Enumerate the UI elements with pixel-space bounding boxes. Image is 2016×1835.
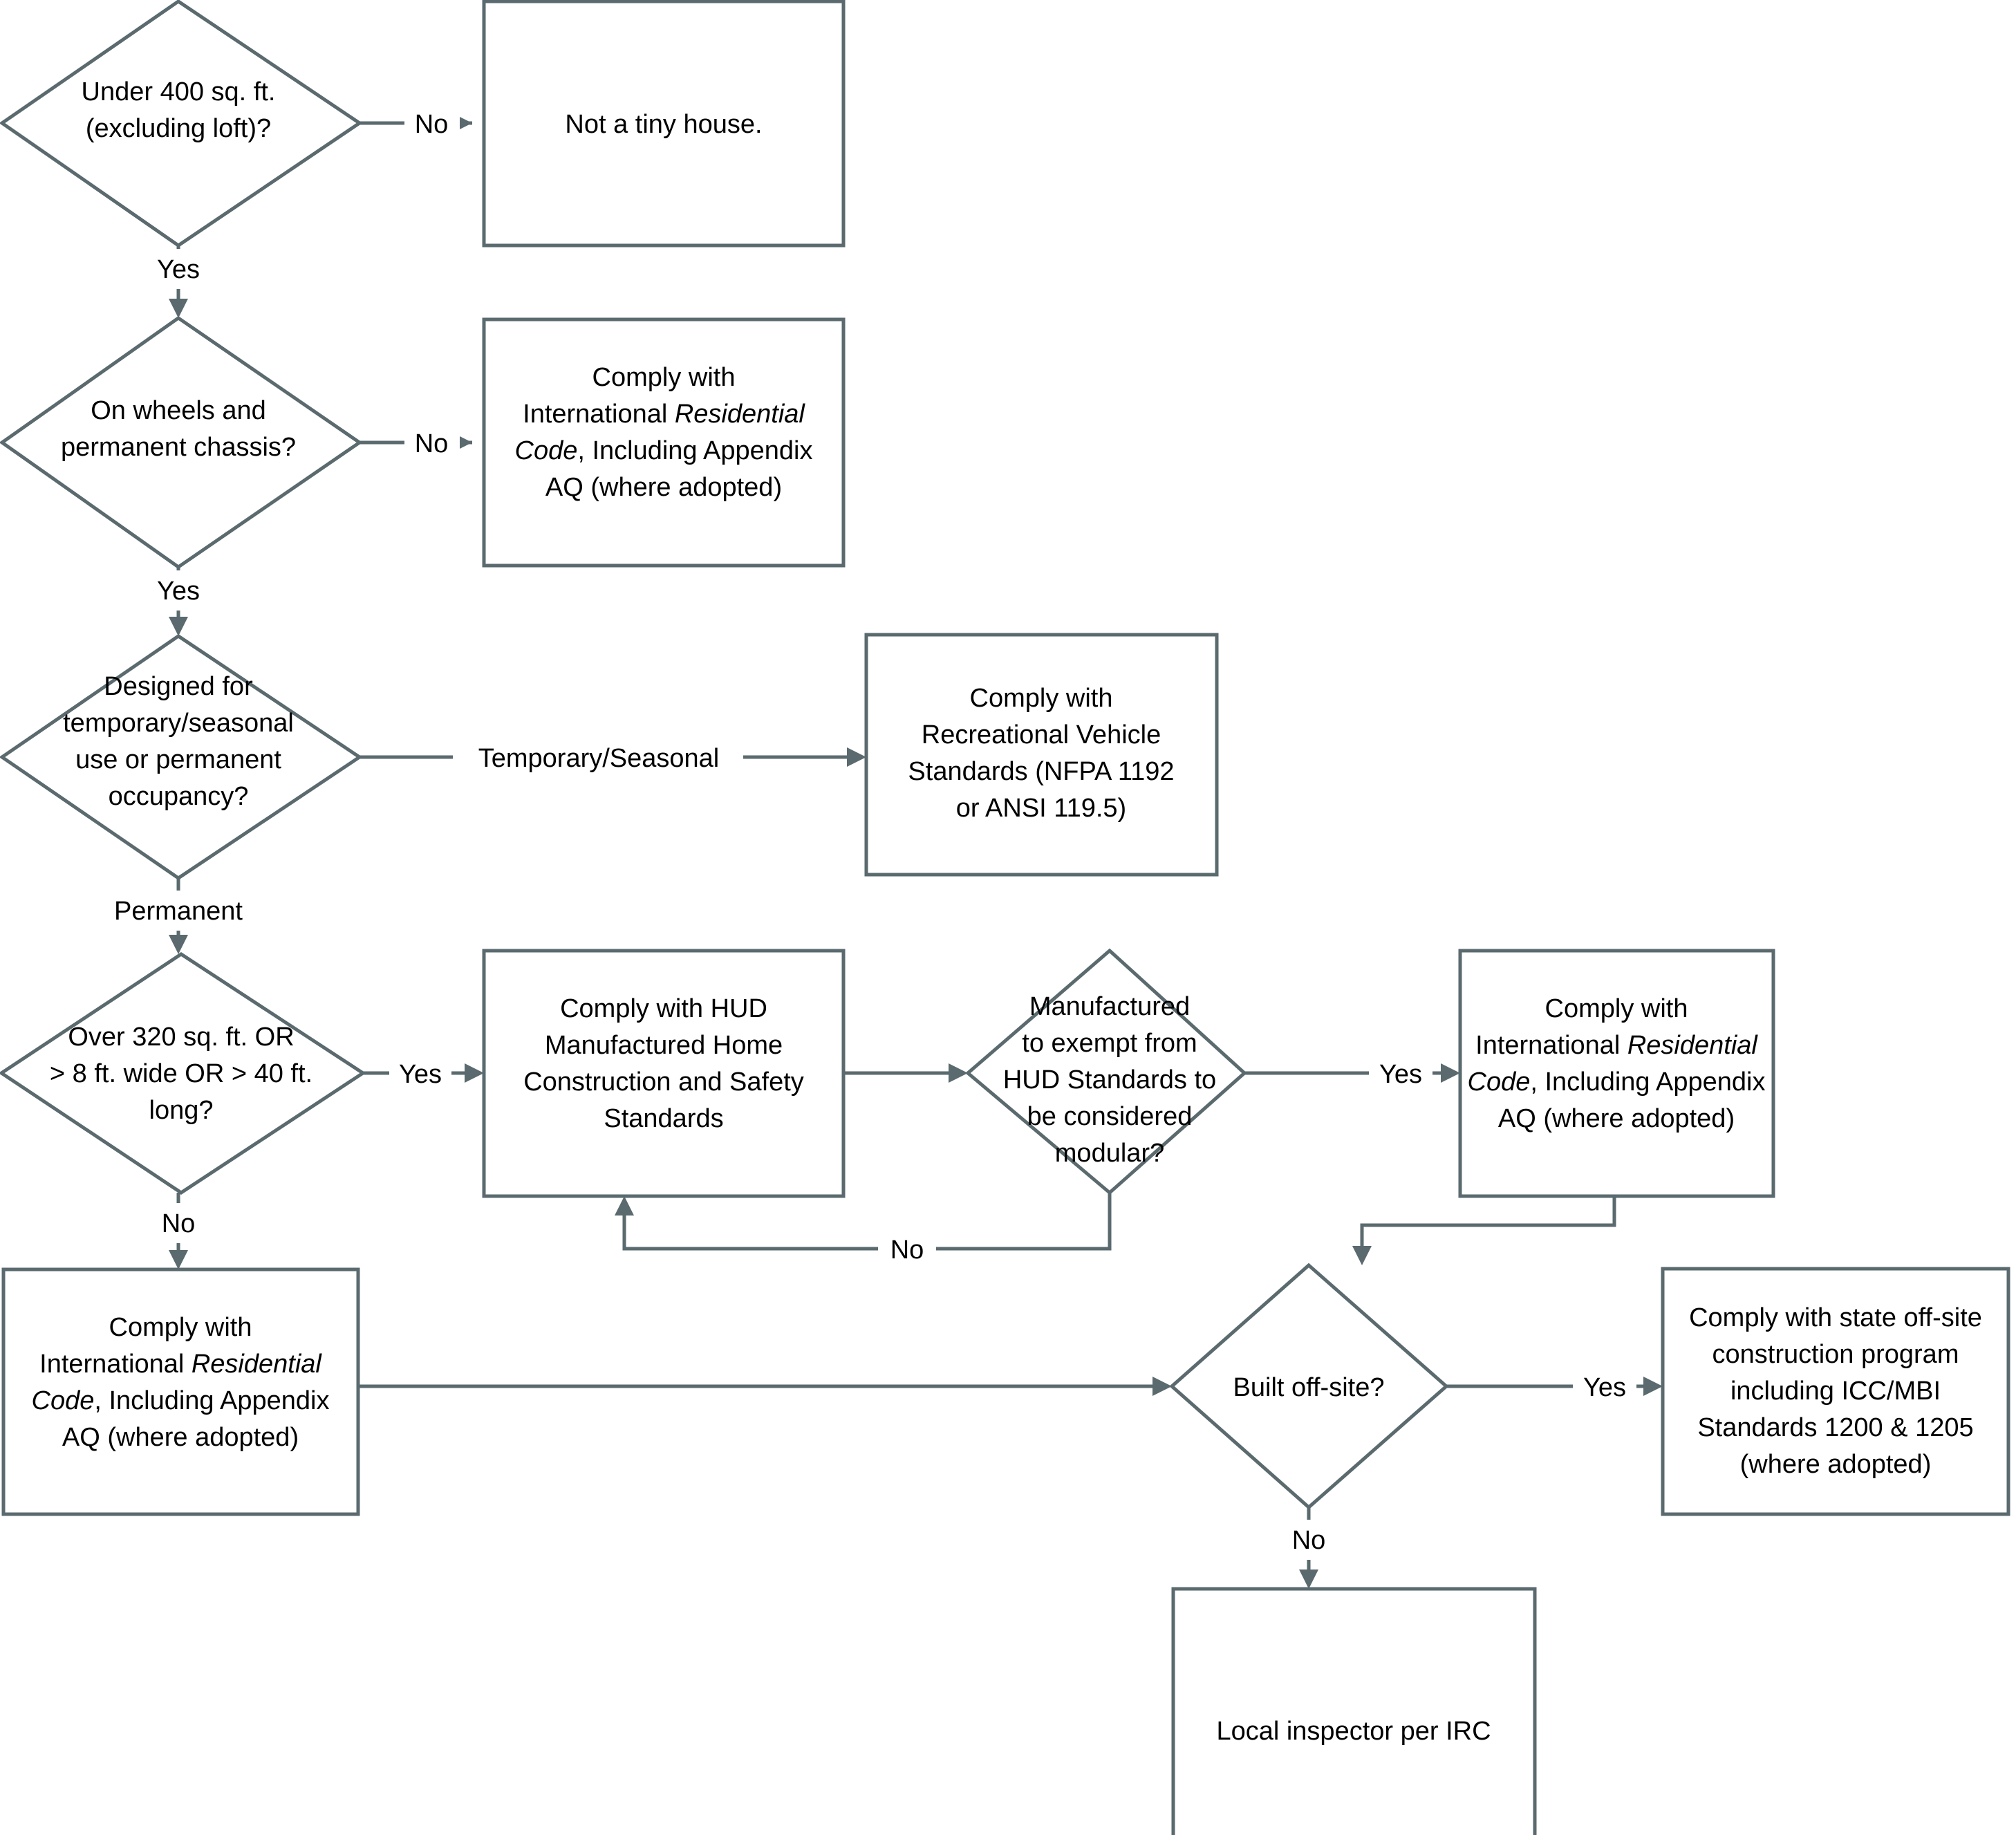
edge-label-no-1: No [415, 110, 449, 139]
label-bg [104, 891, 263, 931]
node-under-400-sqft-line-1: Under 400 sq. ft. [82, 77, 276, 106]
node-under-400-sqft[interactable]: Under 400 sq. ft. (excluding loft)? [0, 0, 363, 248]
node-over-320-sqft-line-2: > 8 ft. wide OR > 40 ft. [50, 1059, 312, 1088]
edge-r-hud-to-q-modular [843, 1063, 968, 1083]
label-bg [149, 570, 211, 611]
node-comply-state-offsite-line-1: Comply with state off-site [1689, 1303, 1982, 1332]
node-modular-exemption-line-1: Manufactured [1029, 992, 1190, 1021]
node-comply-hud-standards[interactable]: Comply with HUD Manufactured Home Constr… [482, 949, 846, 1198]
node-under-400-sqft-line-2: (excluding loft)? [86, 114, 271, 143]
node-comply-irc-top-line-2: International Residential [523, 400, 805, 429]
node-comply-hud-standards-line-3: Construction and Safety [523, 1068, 804, 1097]
node-comply-irc-left-line-1: Comply with [109, 1313, 252, 1342]
node-comply-rv-standards-line-4: or ANSI 119.5) [956, 794, 1126, 823]
node-local-inspector-line-1: Local inspector per IRC [1216, 1717, 1491, 1746]
node-comply-irc-top-line-3: Code, Including Appendix [515, 436, 813, 465]
label-bg [878, 1229, 936, 1269]
label-bg [404, 423, 460, 463]
edge-label-no-5: No [1292, 1526, 1326, 1555]
edge-labels-layer: No Yes No Yes Temporary/Seasonal Permane… [104, 104, 1636, 1560]
node-comply-rv-standards-line-3: Standards (NFPA 1192 [908, 757, 1174, 786]
node-comply-irc-right-line-3: Code, Including Appendix [1468, 1068, 1766, 1097]
label-bg [149, 249, 211, 289]
node-on-wheels-chassis-line-1: On wheels and [91, 396, 266, 425]
node-over-320-sqft[interactable]: Over 320 sq. ft. OR > 8 ft. wide OR > 40… [0, 952, 366, 1195]
node-comply-irc-top[interactable]: Comply with International Residential Co… [482, 317, 846, 568]
node-comply-irc-top-line-1: Comply with [592, 363, 736, 392]
edge-label-no-3: No [162, 1209, 196, 1238]
edge-q-modular-to-r-hud [615, 1193, 1112, 1251]
node-modular-exemption-line-3: HUD Standards to [1003, 1065, 1216, 1095]
node-on-wheels-chassis[interactable]: On wheels and permanent chassis? [0, 315, 363, 570]
node-over-320-sqft-line-3: long? [149, 1096, 214, 1125]
edge-label-no-2: No [415, 429, 449, 458]
node-comply-state-offsite-line-4: Standards 1200 & 1205 [1697, 1413, 1973, 1442]
node-occupancy-type-line-1: Designed for [104, 672, 253, 701]
edge-label-no-4: No [890, 1236, 924, 1265]
node-occupancy-type-line-3: use or permanent [75, 745, 281, 774]
node-comply-rv-standards[interactable]: Comply with Recreational Vehicle Standar… [864, 633, 1219, 877]
node-comply-irc-right-line-2: International Residential [1475, 1031, 1758, 1060]
node-modular-exemption-line-4: be considered [1027, 1102, 1193, 1131]
node-comply-irc-top-line-4: AQ (where adopted) [545, 473, 782, 502]
edge-label-yes-1: Yes [157, 255, 200, 284]
node-local-inspector[interactable]: Local inspector per IRC [1171, 1587, 1537, 1835]
node-built-offsite[interactable]: Built off-site? [1169, 1263, 1449, 1510]
label-bg [1280, 1520, 1338, 1560]
node-comply-irc-right-line-1: Comply with [1545, 994, 1688, 1023]
node-comply-hud-standards-line-1: Comply with HUD [560, 994, 767, 1023]
edge-r-irc-left-to-q-offsite [358, 1377, 1172, 1396]
node-comply-state-offsite-line-2: construction program [1712, 1340, 1959, 1369]
node-comply-irc-right[interactable]: Comply with International Residential Co… [1458, 949, 1775, 1198]
edge-label-permanent: Permanent [114, 897, 243, 926]
node-comply-hud-standards-line-4: Standards [604, 1104, 723, 1133]
node-modular-exemption[interactable]: Manufactured to exempt from HUD Standard… [965, 948, 1247, 1195]
node-built-offsite-line-1: Built off-site? [1233, 1373, 1385, 1402]
node-modular-exemption-line-5: modular? [1055, 1139, 1164, 1168]
edge-label-yes-3: Yes [399, 1060, 442, 1089]
label-bg [453, 738, 743, 778]
node-over-320-sqft-line-1: Over 320 sq. ft. OR [68, 1023, 294, 1052]
label-bg [404, 104, 460, 144]
node-occupancy-type-line-4: occupancy? [109, 782, 249, 811]
edge-r-irc-right-to-q-offsite [1352, 1196, 1616, 1265]
label-bg [1369, 1054, 1432, 1094]
node-comply-state-offsite[interactable]: Comply with state off-site construction … [1661, 1267, 2010, 1516]
node-comply-irc-right-line-4: AQ (where adopted) [1498, 1104, 1735, 1133]
node-comply-rv-standards-line-1: Comply with [970, 684, 1113, 713]
node-modular-exemption-line-2: to exempt from [1022, 1029, 1197, 1058]
edge-label-yes-4: Yes [1379, 1060, 1422, 1089]
label-bg [149, 1203, 211, 1243]
node-comply-state-offsite-line-5: (where adopted) [1740, 1450, 1932, 1479]
label-bg [389, 1054, 451, 1094]
node-comply-irc-left-line-4: AQ (where adopted) [62, 1423, 299, 1452]
node-comply-rv-standards-line-2: Recreational Vehicle [922, 720, 1161, 749]
edge-label-yes-2: Yes [157, 577, 200, 606]
label-bg [1573, 1367, 1636, 1407]
node-not-a-tiny-house[interactable]: Not a tiny house. [482, 0, 846, 248]
node-on-wheels-chassis-line-2: permanent chassis? [61, 433, 296, 462]
node-comply-irc-left-line-2: International Residential [39, 1350, 322, 1379]
node-occupancy-type-line-2: temporary/seasonal [63, 709, 294, 738]
node-comply-irc-left[interactable]: Comply with International Residential Co… [1, 1267, 360, 1516]
node-occupancy-type[interactable]: Designed for temporary/seasonal use or p… [0, 633, 363, 881]
node-comply-irc-left-line-3: Code, Including Appendix [32, 1386, 330, 1415]
node-comply-hud-standards-line-2: Manufactured Home [545, 1031, 783, 1060]
node-not-a-tiny-house-line-1: Not a tiny house. [565, 110, 762, 139]
edge-label-yes-5: Yes [1583, 1373, 1626, 1402]
edge-label-temporary-seasonal: Temporary/Seasonal [478, 744, 720, 773]
node-comply-state-offsite-line-3: including ICC/MBI [1730, 1377, 1941, 1406]
